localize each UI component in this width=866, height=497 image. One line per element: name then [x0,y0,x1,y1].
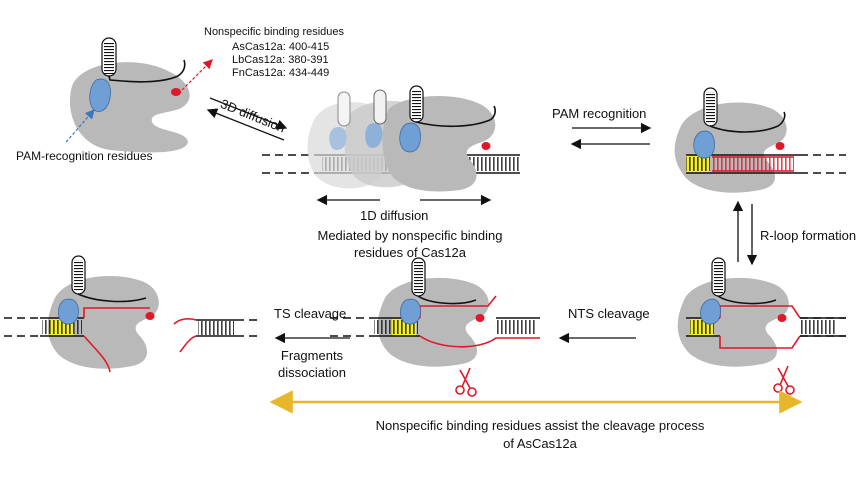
cleaved-complex [4,255,262,373]
nonspecific-row-lbcas12a: LbCas12a: 380-391 [232,54,329,66]
nonspecific-pointer [181,59,213,91]
pam-recognition-arrows [570,122,652,150]
fragments-line-2: dissociation [278,365,346,380]
nonspecific-site [171,88,181,96]
pam-residues-label: PAM-recognition residues [16,149,153,163]
sliding-cas12a [307,85,496,192]
rloop-complex [677,257,846,395]
rloop-arrows [732,200,758,266]
ts-cleavage-label: TS cleavage [274,306,347,321]
nts-cleaved-complex [330,257,540,397]
nonspecific-panel-title: Nonspecific binding residues [204,26,345,38]
diffusion-3d-arrows [206,97,288,141]
pam-pointer [65,109,95,143]
mediated-line-2: residues of Cas12a [353,245,466,260]
free-cas12a [65,37,213,153]
nts-cleavage-label: NTS cleavage [568,306,650,321]
scissors-icon [773,365,795,395]
pam-recognition-domain [89,78,111,112]
pam-bound-complex [674,87,846,193]
pam-recognition-label: PAM recognition [552,106,647,121]
mediated-line-1: Mediated by nonspecific binding [317,228,503,243]
nonspecific-row-fncas12a: FnCas12a: 434-449 [232,67,330,79]
fragments-line-1: Fragments [280,348,344,363]
rloop-formation-label: R-loop formation [760,228,857,243]
bottom-caption-line-2: of AsCas12a [503,436,577,451]
nonspecific-row-ascas12a: AsCas12a: 400-415 [232,41,330,53]
bottom-caption-line-1: Nonspecific binding residues assist the … [375,418,705,433]
diffusion-1d-label: 1D diffusion [360,208,429,223]
